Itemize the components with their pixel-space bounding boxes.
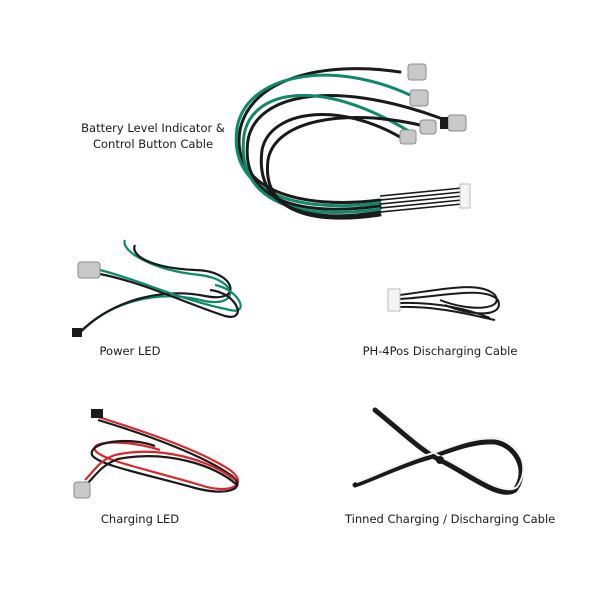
metal-led-2 bbox=[409, 89, 429, 107]
battery-cable-label-line1: Battery Level Indicator & bbox=[81, 121, 225, 135]
charging-led-connector bbox=[91, 409, 103, 418]
battery-cable-label: Battery Level Indicator & Control Button… bbox=[68, 120, 238, 152]
power-led-bezel bbox=[77, 261, 101, 279]
power-led-label: Power LED bbox=[99, 344, 161, 358]
ph4-cable-label: PH-4Pos Discharging Cable bbox=[362, 344, 518, 358]
power-led-connector bbox=[72, 328, 82, 337]
jst-connector bbox=[459, 183, 471, 209]
metal-led-3 bbox=[419, 119, 437, 135]
charging-led-bezel bbox=[73, 481, 91, 499]
battery-cable-label-line2: Control Button Cable bbox=[92, 137, 214, 151]
metal-led-1 bbox=[407, 63, 427, 81]
cable-tie bbox=[436, 456, 444, 464]
charging-led-label: Charging LED bbox=[100, 512, 180, 526]
ph4-connector bbox=[387, 288, 401, 312]
tinned-cable-label: Tinned Charging / Discharging Cable bbox=[345, 512, 556, 526]
metal-led-4 bbox=[399, 129, 417, 145]
